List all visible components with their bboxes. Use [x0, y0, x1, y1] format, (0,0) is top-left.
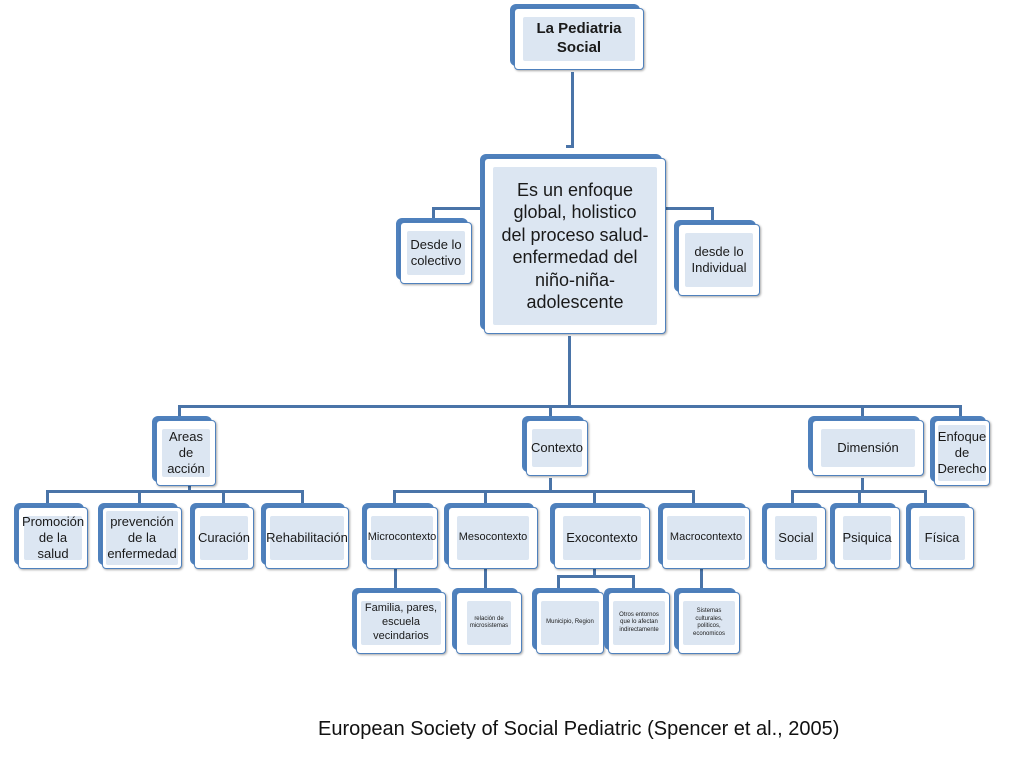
connector	[484, 490, 487, 504]
mesocontexto-node: Mesocontexto	[444, 503, 538, 569]
curacion-node: Curación	[190, 503, 254, 569]
municipio-label: Municipio, Region	[541, 601, 599, 645]
promocion-label: Promoción de la salud	[21, 513, 85, 562]
connector	[393, 490, 396, 504]
connector	[700, 565, 703, 589]
connector	[711, 207, 714, 221]
microcontexto-label: Microcontexto	[368, 516, 436, 560]
center-definition-label: Es un enfoque global, holistico del proc…	[493, 167, 657, 325]
relacion-label: relación de microsistemas	[467, 601, 511, 645]
promocion-node: Promoción de la salud	[14, 503, 88, 569]
individual-node: desde lo Individual	[674, 220, 760, 296]
relacion-node: relación de microsistemas	[452, 588, 522, 654]
connector	[593, 565, 596, 577]
familia-node: Familia, pares, escuela vecindarios	[352, 588, 446, 654]
psiquica-node: Psiquica	[830, 503, 900, 569]
connector	[138, 490, 141, 504]
connector	[692, 490, 695, 504]
connector	[632, 575, 635, 589]
dimension-label: Dimensión	[821, 429, 915, 467]
enfoque-label: Enfoque de Derecho	[937, 425, 987, 481]
areas-node: Areas de acción	[152, 416, 216, 486]
otros-entornos-node: Otros entornos que lo afectan indirectam…	[604, 588, 670, 654]
connector	[959, 405, 962, 419]
municipio-node: Municipio, Region	[532, 588, 604, 654]
social-label: Social	[775, 516, 817, 560]
collective-label: Desde lo colectivo	[407, 231, 465, 275]
prevencion-node: prevención de la enfermedad	[98, 503, 182, 569]
connector	[222, 490, 225, 504]
fisica-node: Física	[906, 503, 974, 569]
connector	[664, 207, 714, 210]
connector	[178, 405, 181, 419]
connector	[432, 207, 435, 221]
root-node-label: La Pediatria Social	[523, 17, 635, 61]
connector	[557, 575, 560, 589]
enfoque-node: Enfoque de Derecho	[930, 416, 990, 486]
areas-label: Areas de acción	[162, 429, 210, 477]
otros-entornos-label: Otros entornos que lo afectan indirectam…	[613, 601, 665, 645]
connector	[394, 565, 397, 589]
collective-node: Desde lo colectivo	[396, 218, 472, 284]
mesocontexto-label: Mesocontexto	[457, 516, 529, 560]
dimension-node: Dimensión	[808, 416, 924, 476]
fisica-label: Física	[919, 516, 965, 560]
exocontexto-label: Exocontexto	[563, 516, 641, 560]
connector	[557, 575, 635, 578]
root-node: La Pediatria Social	[510, 4, 644, 70]
connector	[858, 490, 861, 504]
center-definition-node: Es un enfoque global, holistico del proc…	[480, 154, 666, 334]
exocontexto-node: Exocontexto	[550, 503, 650, 569]
contexto-label: Contexto	[531, 429, 583, 467]
rehabilitacion-node: Rehabilitación	[261, 503, 349, 569]
connector	[571, 72, 574, 147]
connector	[432, 207, 484, 210]
social-node: Social	[762, 503, 826, 569]
connector	[566, 145, 574, 148]
sistemas-label: Sistemas culturales, politicos, economic…	[683, 601, 735, 645]
individual-label: desde lo Individual	[685, 233, 753, 287]
macrocontexto-label: Macrocontexto	[667, 516, 745, 560]
connector	[549, 405, 552, 419]
citation-caption: European Society of Social Pediatric (Sp…	[318, 718, 840, 740]
connector	[861, 405, 864, 419]
connector	[301, 490, 304, 504]
connector	[924, 490, 927, 504]
connector	[188, 480, 191, 492]
rehabilitacion-label: Rehabilitación	[266, 516, 348, 560]
prevencion-label: prevención de la enfermedad	[106, 511, 178, 565]
connector	[46, 490, 304, 493]
sistemas-node: Sistemas culturales, politicos, economic…	[674, 588, 740, 654]
psiquica-label: Psiquica	[842, 516, 892, 560]
connector	[549, 478, 552, 492]
connector	[393, 490, 695, 493]
connector	[861, 478, 864, 492]
connector	[484, 565, 487, 589]
connector	[791, 490, 794, 504]
curacion-label: Curación	[198, 516, 250, 560]
contexto-node: Contexto	[522, 416, 588, 476]
macrocontexto-node: Macrocontexto	[658, 503, 750, 569]
connector	[178, 405, 962, 408]
microcontexto-node: Microcontexto	[362, 503, 438, 569]
familia-label: Familia, pares, escuela vecindarios	[361, 601, 441, 645]
connector	[593, 490, 596, 504]
connector	[46, 490, 49, 504]
connector	[568, 336, 571, 408]
